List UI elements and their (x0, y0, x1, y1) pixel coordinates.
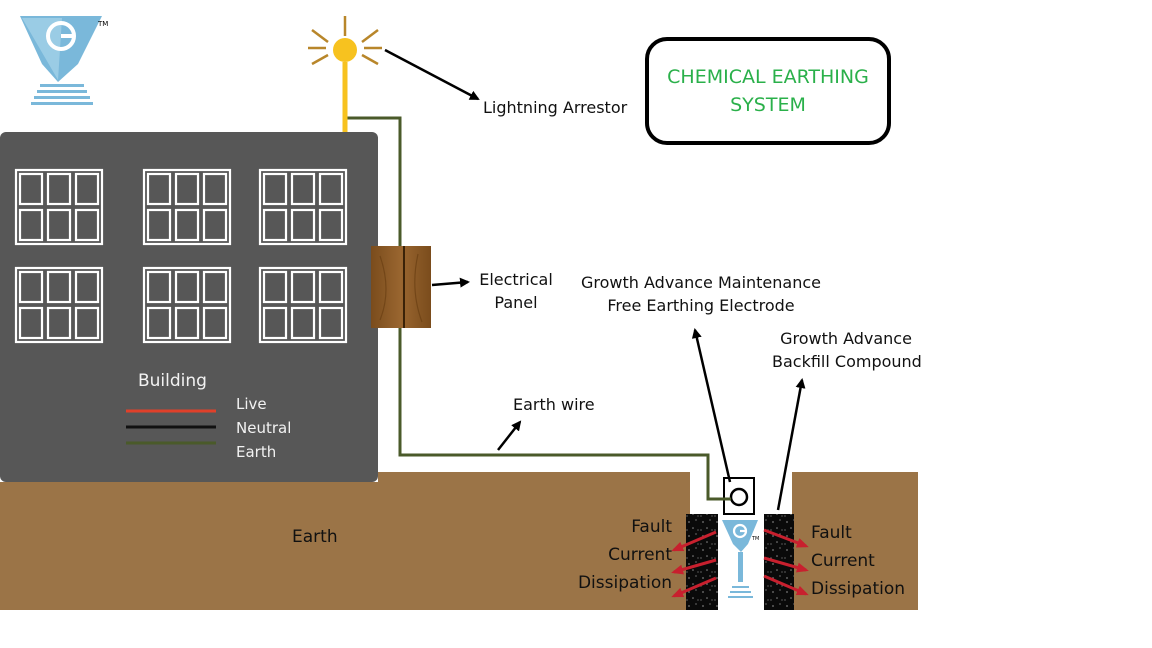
title-line-1: CHEMICAL EARTHING (667, 66, 869, 88)
dissipation-arrows-right (763, 528, 809, 596)
arrow-icon (776, 378, 806, 511)
legend-earth-label: Earth (236, 443, 277, 461)
svg-text:TM: TM (751, 536, 759, 542)
label-electrode: Growth Advance Maintenance Free Earthing… (581, 273, 821, 315)
arrow-icon (431, 277, 470, 288)
electrode-logo-icon: TM (722, 520, 759, 598)
label-lightning-arrestor: Lightning Arrestor (483, 98, 628, 117)
window-icon (258, 266, 348, 344)
brand-logo-icon (20, 16, 102, 105)
page-title: CHEMICAL EARTHING SYSTEM (667, 63, 869, 119)
window-icon (142, 266, 232, 344)
legend-neutral-label: Neutral (236, 419, 292, 437)
trademark-text: TM (97, 20, 108, 28)
window-icon (14, 168, 104, 246)
window-icon (258, 168, 348, 246)
dissipation-arrows-left (671, 530, 717, 598)
soil-right (788, 472, 918, 610)
window-icon (14, 266, 104, 344)
windows (14, 168, 348, 344)
electrical-panel (371, 246, 431, 328)
arrow-icon (497, 420, 522, 451)
arrow-icon (384, 48, 480, 101)
building-label: Building (138, 371, 207, 391)
legend-live-label: Live (236, 395, 267, 413)
fault-label-right: Fault Current Dissipation (811, 523, 906, 599)
electrode-clamp (729, 487, 749, 507)
label-backfill: Growth Advance Backfill Compound (772, 329, 922, 371)
label-electrical-panel: Electrical Panel (479, 270, 553, 312)
sun-icon (308, 16, 382, 66)
fault-label-left: Fault Current Dissipation (577, 517, 672, 593)
label-earth-wire: Earth wire (513, 395, 595, 414)
earth-wire (345, 116, 731, 501)
title-box: CHEMICAL EARTHING SYSTEM (645, 37, 891, 145)
soil-left (0, 472, 702, 610)
label-earth: Earth (292, 527, 338, 547)
electrode-terminal (723, 477, 755, 515)
title-line-2: SYSTEM (730, 94, 806, 116)
window-icon (142, 168, 232, 246)
arrow-icon (691, 328, 732, 483)
